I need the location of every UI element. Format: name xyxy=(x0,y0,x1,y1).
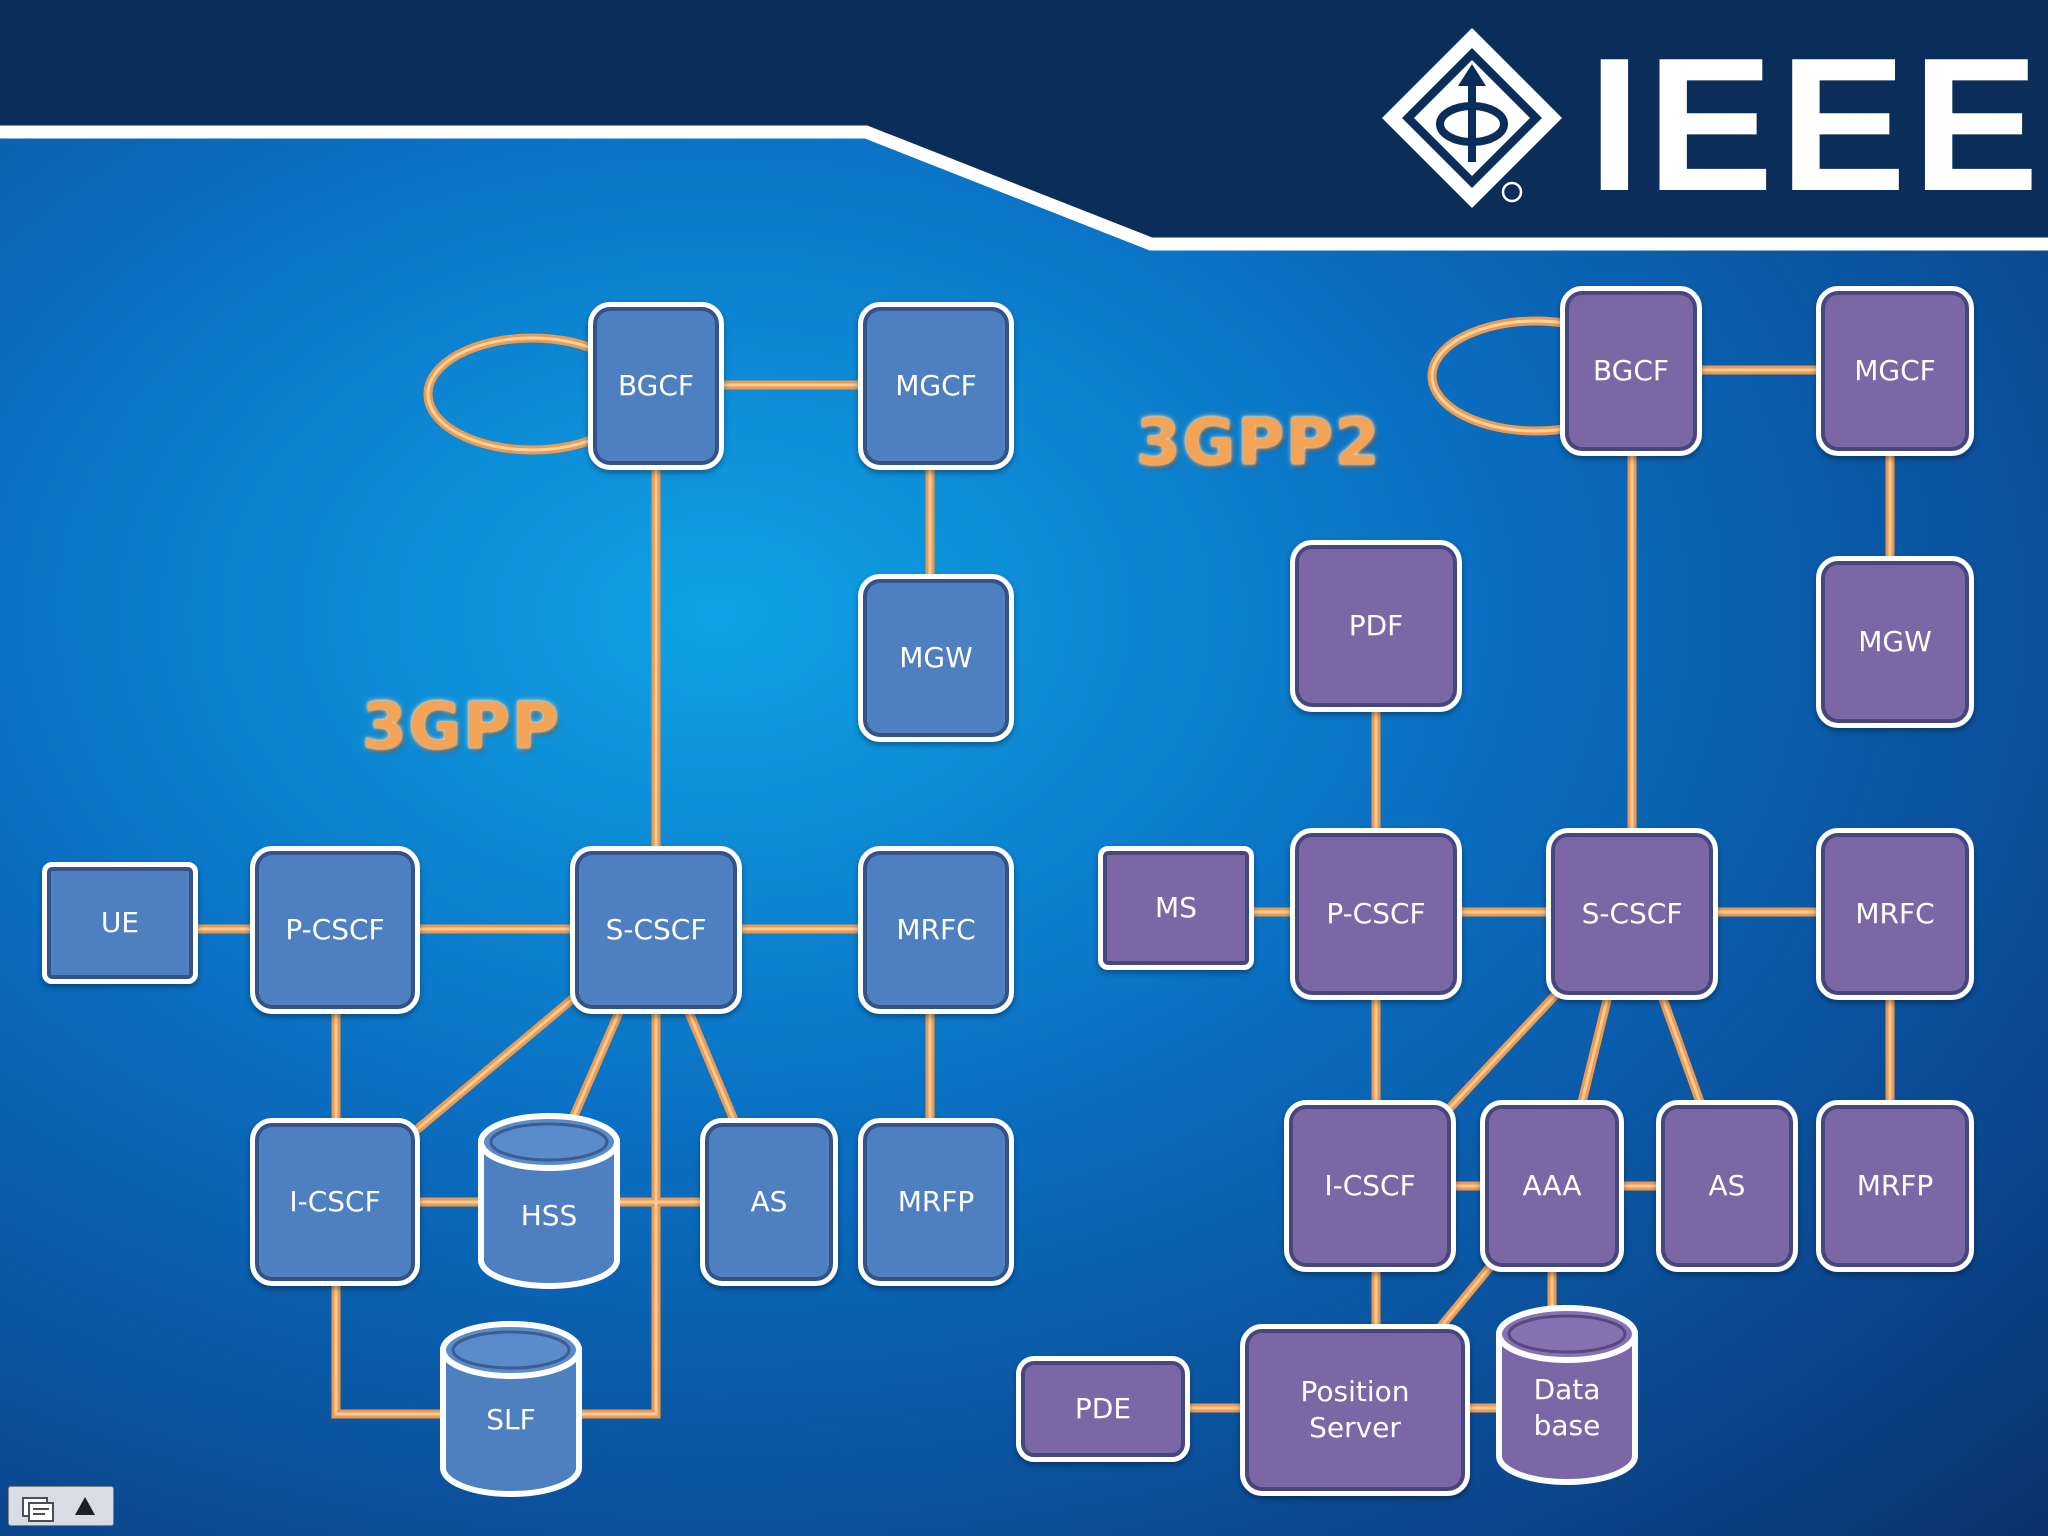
node-label: AAA xyxy=(1522,1168,1582,1202)
slide-icon xyxy=(22,1497,54,1522)
node-label: SLF xyxy=(486,1403,536,1436)
node-label: MRFP xyxy=(1856,1168,1934,1202)
node-mrfp-3gpp[interactable]: MRFP xyxy=(858,1118,1014,1286)
node-label: MS xyxy=(1155,890,1197,924)
node-label: MGW xyxy=(899,640,973,674)
node-mrfc-3gpp[interactable]: MRFC xyxy=(858,846,1014,1014)
node-label: MGW xyxy=(1858,624,1932,658)
header-band xyxy=(0,0,2048,240)
widget-icons xyxy=(22,1497,95,1522)
link-scscf-as-3gpp2-highlight xyxy=(1660,995,1702,1103)
node-label: Data base xyxy=(1533,1373,1601,1443)
node-as-3gpp[interactable]: AS xyxy=(700,1118,838,1286)
node-bgcf-3gpp2[interactable]: BGCF xyxy=(1560,286,1702,456)
node-mrfp-3gpp2[interactable]: MRFP xyxy=(1816,1100,1974,1272)
connection-lines xyxy=(196,365,1895,1419)
database-cylinder-icon xyxy=(1496,1305,1638,1485)
node-pcscf-3gpp[interactable]: P-CSCF xyxy=(250,846,420,1014)
node-label: I-CSCF xyxy=(289,1184,381,1218)
node-mgw-3gpp[interactable]: MGW xyxy=(858,574,1014,742)
node-label: P-CSCF xyxy=(285,912,385,946)
node-label: HSS xyxy=(520,1199,578,1232)
link-icscf-slf-3gpp xyxy=(331,1282,446,1419)
up-arrow-icon xyxy=(75,1497,95,1515)
ieee-brand-text: IEEE xyxy=(1588,19,2045,231)
link-scscf-icscf-3gpp-highlight xyxy=(413,994,577,1134)
node-slf-3gpp[interactable]: SLF xyxy=(438,1320,584,1498)
link-scscf-hss-3gpp-highlight xyxy=(568,1009,622,1126)
node-label: MRFP xyxy=(897,1184,975,1218)
link-scscf-aaa-3gpp2-highlight xyxy=(1580,995,1610,1103)
node-label: MRFC xyxy=(1855,896,1935,930)
database-cylinder-icon xyxy=(478,1113,620,1289)
node-label: Position Server xyxy=(1300,1374,1410,1444)
node-pde-3gpp2[interactable]: PDE xyxy=(1016,1356,1190,1462)
node-mgcf-3gpp2[interactable]: MGCF xyxy=(1816,286,1974,456)
link-scscf-icscf-3gpp2-highlight xyxy=(1444,988,1562,1114)
node-database-3gpp2[interactable]: Data base xyxy=(1494,1304,1640,1486)
node-label: BGCF xyxy=(617,368,695,402)
region-label-3gpp2: 3GPP2 xyxy=(1136,406,1382,480)
node-mgcf-3gpp[interactable]: MGCF xyxy=(858,302,1014,470)
node-label: AS xyxy=(750,1184,788,1218)
region-label-3gpp: 3GPP xyxy=(362,690,561,764)
node-label: S-CSCF xyxy=(1581,896,1683,930)
node-ue-3gpp[interactable]: UE xyxy=(42,862,198,984)
node-position-server-3gpp2[interactable]: Position Server xyxy=(1240,1324,1470,1496)
node-aaa-3gpp2[interactable]: AAA xyxy=(1480,1100,1624,1272)
node-label: UE xyxy=(100,905,140,939)
slideshow-control-widget[interactable] xyxy=(8,1486,114,1526)
node-label: MRFC xyxy=(896,912,976,946)
node-hss-3gpp[interactable]: HSS xyxy=(476,1112,622,1290)
node-label: AS xyxy=(1708,1168,1746,1202)
node-label: S-CSCF xyxy=(605,912,707,946)
ieee-diamond-logo xyxy=(1382,28,1562,208)
node-mrfc-3gpp2[interactable]: MRFC xyxy=(1816,828,1974,1000)
node-ms-3gpp2[interactable]: MS xyxy=(1098,846,1254,970)
node-label: MGCF xyxy=(1854,353,1936,387)
link-icscf-slf-3gpp-highlight xyxy=(334,1282,446,1416)
node-label: PDF xyxy=(1348,608,1404,642)
node-label: PDE xyxy=(1074,1391,1132,1425)
node-mgw-3gpp2[interactable]: MGW xyxy=(1816,556,1974,728)
node-as-3gpp2[interactable]: AS xyxy=(1656,1100,1798,1272)
link-aaa-pos-3gpp2-highlight xyxy=(1436,1261,1496,1331)
node-label: MGCF xyxy=(895,368,977,402)
link-scscf-as-3gpp-highlight xyxy=(686,1009,736,1121)
node-bgcf-3gpp[interactable]: BGCF xyxy=(588,302,724,470)
link-scscf-slf-3gpp-highlight xyxy=(576,1010,658,1416)
node-pdf-3gpp2[interactable]: PDF xyxy=(1290,540,1462,712)
header-stripe xyxy=(0,125,2048,251)
node-icscf-3gpp[interactable]: I-CSCF xyxy=(250,1118,420,1286)
node-scscf-3gpp2[interactable]: S-CSCF xyxy=(1546,828,1718,1000)
database-cylinder-icon xyxy=(440,1321,582,1497)
node-label: BGCF xyxy=(1592,353,1670,387)
node-icscf-3gpp2[interactable]: I-CSCF xyxy=(1284,1100,1456,1272)
node-label: P-CSCF xyxy=(1326,896,1426,930)
node-scscf-3gpp[interactable]: S-CSCF xyxy=(570,846,742,1014)
node-pcscf-3gpp2[interactable]: P-CSCF xyxy=(1290,828,1462,1000)
node-label: I-CSCF xyxy=(1324,1168,1416,1202)
